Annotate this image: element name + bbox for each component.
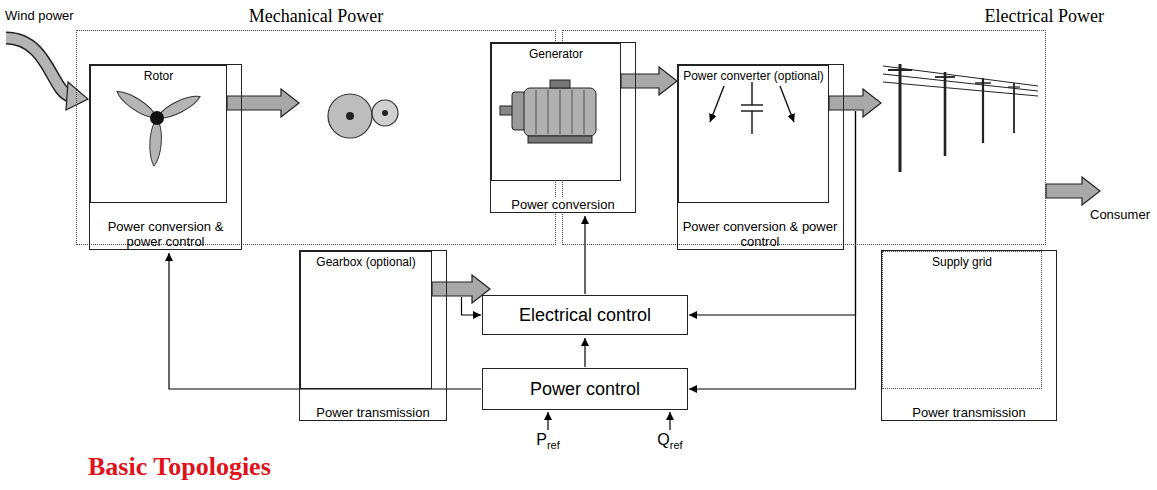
power-region: Mechanical PowerRotorPower conversion & … [76, 30, 556, 245]
switch-symbol [710, 86, 724, 122]
pylon [944, 72, 947, 156]
label-holder: Basic Topologies [88, 452, 368, 482]
pylon-arm [888, 69, 912, 71]
wind-arrow-outline [6, 38, 70, 96]
component-box: RotorPower conversion & power control [89, 64, 242, 250]
generator-rib [584, 90, 585, 134]
region-title: Mechanical Power [77, 6, 555, 27]
gearbox-icon [328, 94, 398, 138]
signal-line [584, 216, 585, 294]
pylon [982, 78, 984, 143]
reference-label: Pref [518, 431, 578, 451]
connector-group [169, 67, 881, 389]
control-box: Power control [482, 368, 688, 410]
consumer-arrow [1046, 177, 1100, 205]
rotor-blade [150, 118, 162, 166]
gear-small [372, 100, 398, 126]
rotor-icon [113, 88, 202, 166]
pylon-arm [935, 76, 955, 78]
generator-rib [536, 90, 537, 134]
region-title: Electrical Power [622, 6, 1104, 27]
component-box: Gearbox (optional) Power transmission [299, 250, 447, 421]
component-title: Supply grid [932, 255, 992, 269]
section-heading: Basic Topologies [88, 452, 368, 482]
capacitor-lead [751, 111, 752, 134]
subscript: ref [547, 439, 560, 451]
label-holder: Consumer [1090, 207, 1154, 222]
gear-axle [382, 110, 388, 116]
gear-large [328, 94, 372, 138]
component-frame: Supply grid [882, 251, 1042, 389]
control-title: Power control [530, 379, 640, 400]
power-flow-arrow [227, 89, 299, 117]
function-caption: Power conversion [491, 197, 635, 212]
rotor-hub [150, 111, 164, 125]
component-box: GeneratorPower conversion [490, 42, 636, 213]
component-box: Power converter (optional) Power conversi… [677, 64, 844, 250]
generator-body [524, 88, 596, 136]
function-caption: Power conversion & power control [90, 219, 241, 249]
function-caption: Power conversion & power control [678, 219, 842, 249]
component-title: Generator [529, 47, 583, 61]
generator-rib [572, 90, 573, 134]
output-label: Consumer [1090, 207, 1154, 222]
gear-axle [346, 112, 354, 120]
label-holder: Wind power [5, 8, 95, 23]
label-holder: Pref [518, 431, 578, 451]
generator-foot [528, 136, 592, 143]
signal-line [169, 253, 481, 389]
generator-rib [548, 90, 549, 134]
switch-symbol [780, 86, 794, 122]
subscript: ref [670, 439, 683, 451]
signal-line [462, 297, 482, 315]
component-frame: Rotor [90, 65, 227, 203]
capacitor-lead [751, 82, 752, 105]
reference-input-arrow [547, 412, 548, 430]
label-holder: Qref [640, 431, 700, 451]
component-title: Power converter (optional) [683, 69, 824, 83]
converter-icon [710, 82, 794, 134]
function-caption: Power transmission [882, 405, 1056, 420]
component-frame: Gearbox (optional) [300, 251, 432, 389]
pylon [1013, 83, 1015, 133]
signal-line [584, 338, 585, 367]
component-title: Gearbox (optional) [316, 255, 415, 269]
pylon-arm [1008, 86, 1020, 87]
generator-icon [492, 44, 620, 180]
input-label: Wind power [5, 8, 95, 23]
component-box: Supply gridPower transmission [881, 250, 1057, 421]
generator-rib [560, 90, 561, 134]
terminal-box [550, 80, 570, 88]
control-box: Electrical control [482, 295, 688, 335]
reference-label: Qref [640, 431, 700, 451]
signal-line [689, 111, 856, 315]
reference-input-arrow [669, 412, 670, 430]
component-frame: Power converter (optional) [678, 65, 829, 203]
wind-arrow-body [6, 38, 70, 96]
capacitor-plate [741, 104, 763, 105]
component-title: Rotor [144, 69, 173, 83]
pylon-arm [975, 82, 991, 84]
wind-arrow-head [66, 82, 88, 110]
signal-line [689, 111, 856, 389]
power-flow-arrow [621, 67, 677, 95]
component-frame: Generator [491, 43, 621, 181]
grid-icon [883, 64, 1038, 172]
function-caption: Power transmission [300, 405, 446, 420]
control-title: Electrical control [519, 305, 651, 326]
pylon [899, 64, 902, 172]
